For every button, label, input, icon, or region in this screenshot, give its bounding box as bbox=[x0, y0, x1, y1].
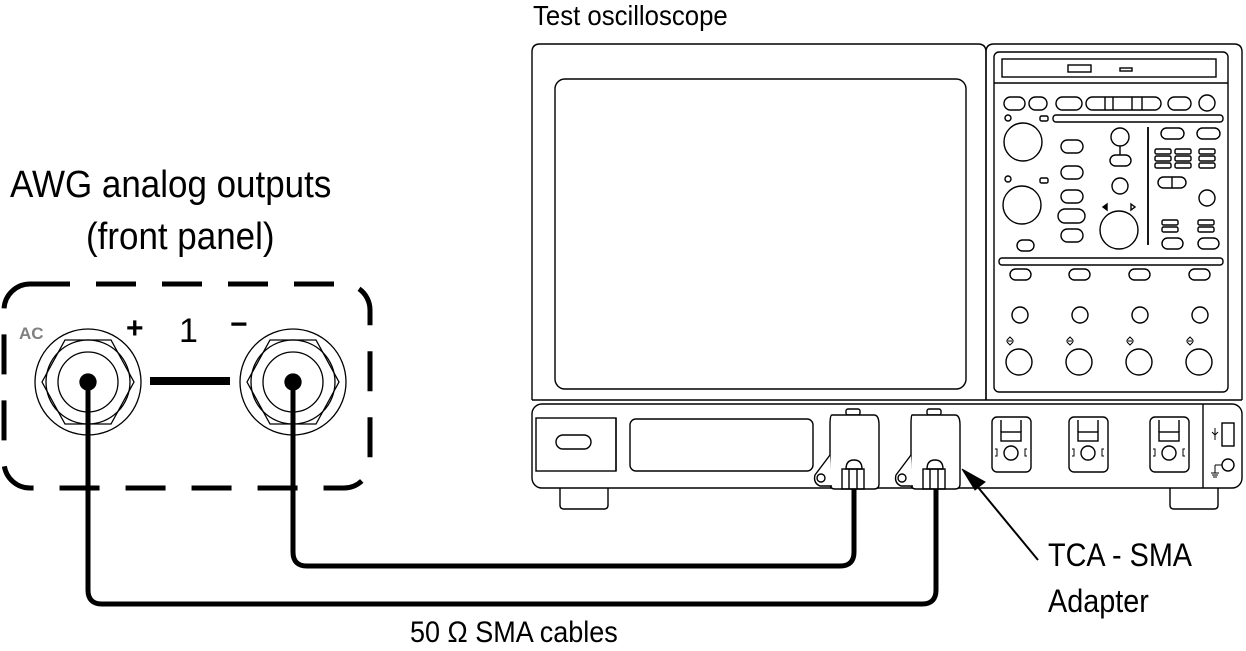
ac-coupling-label: AC bbox=[19, 324, 44, 343]
ground-terminal-icon bbox=[1211, 458, 1235, 478]
oscilloscope-screen bbox=[554, 78, 967, 390]
probe-input-1 bbox=[991, 416, 1032, 473]
adapter-pointer-arrow bbox=[961, 468, 1039, 561]
awg-title-line1: AWG analog outputs bbox=[10, 164, 332, 206]
tca-sma-adapter-right bbox=[894, 408, 961, 490]
channel-controls bbox=[1005, 268, 1213, 376]
oscilloscope-lower-panel bbox=[531, 403, 1243, 489]
adapter-label-line1: TCA - SMA bbox=[1048, 537, 1193, 573]
knob-2 bbox=[1002, 185, 1042, 225]
cable-positive bbox=[85, 382, 939, 607]
knob-1 bbox=[1003, 122, 1043, 162]
awg-title-line2: (front panel) bbox=[86, 216, 275, 258]
positive-label: + bbox=[126, 312, 144, 345]
adapter-label-line2: Adapter bbox=[1048, 583, 1149, 619]
knob-3 bbox=[1099, 210, 1139, 250]
probe-input-3 bbox=[1149, 416, 1190, 473]
probe-input-2 bbox=[1068, 416, 1109, 473]
cables-label: 50 Ω SMA cables bbox=[410, 616, 618, 649]
usb-port-icon bbox=[1211, 422, 1235, 447]
channel-number-label: 1 bbox=[179, 312, 198, 350]
tca-sma-adapter-left bbox=[813, 408, 880, 490]
awg-panel-outline bbox=[1, 281, 373, 491]
negative-label: − bbox=[230, 308, 248, 341]
oscilloscope-title: Test oscilloscope bbox=[533, 0, 728, 31]
control-panel bbox=[993, 51, 1229, 393]
cable-negative bbox=[290, 382, 857, 569]
oscilloscope bbox=[531, 43, 1243, 510]
